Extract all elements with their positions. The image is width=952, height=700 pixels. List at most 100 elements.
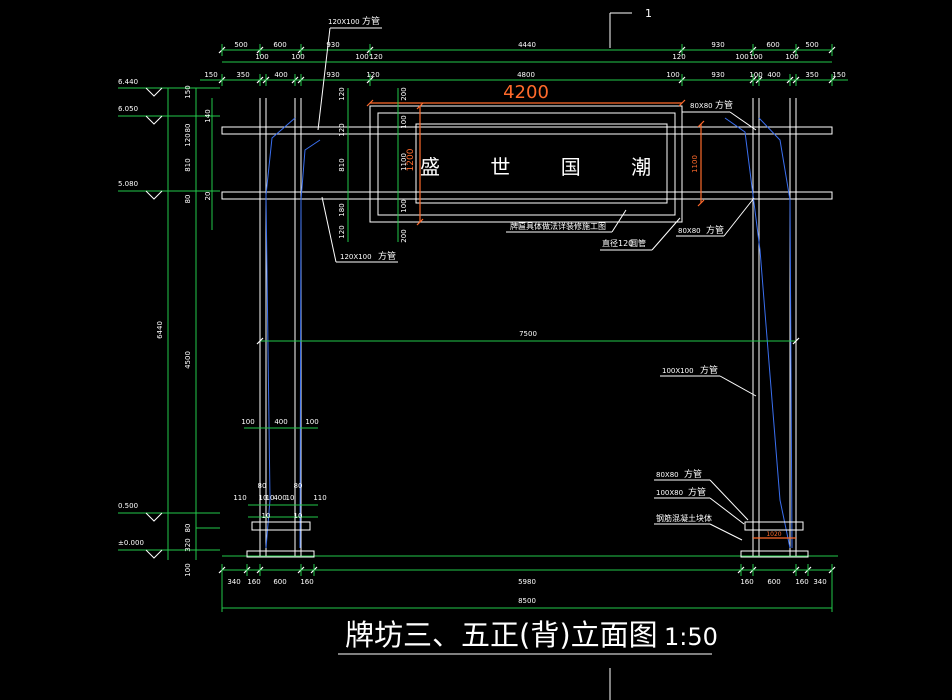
top-dim-r3-6: 100 — [666, 71, 679, 79]
label-tube-80x80-base: 80X80 — [656, 471, 679, 479]
level-0000: ±0.000 — [118, 539, 144, 547]
top-dim-r3-11: 150 — [832, 71, 845, 79]
bot-dim-1: 160 — [247, 578, 260, 586]
col-bot-dim-4: 10 — [259, 494, 268, 502]
plaque-side-dim-1: 120 — [338, 123, 346, 136]
bot-dim-7: 160 — [795, 578, 808, 586]
plaque — [369, 105, 683, 223]
bot-dim-8: 340 — [813, 578, 826, 586]
top-dim-r3-4: 120 — [366, 71, 379, 79]
label-tube-120x100-top: 120X100 — [328, 18, 360, 26]
label-plaque-note: 牌匾具体做法详装修施工图 — [510, 221, 606, 231]
top-dim-r3-2: 400 — [274, 71, 287, 79]
plaque-side-dim-8: 100 — [400, 199, 408, 212]
bot-dim-4: 5980 — [518, 578, 536, 586]
left-vdim-8: 6440 — [156, 321, 164, 339]
label-pipe-120-suffix: 圆管 — [630, 238, 646, 248]
left-vdim-10: 320 — [184, 538, 192, 551]
label-tube-80x80-top: 80X80 — [690, 102, 713, 110]
left-vdim-0: 150 — [184, 85, 192, 98]
top-dim-r3-0: 150 — [204, 71, 217, 79]
label-tube-120x100-bot-suffix: 方管 — [378, 250, 396, 262]
left-level-markers — [118, 87, 220, 559]
col-bot-dim-2: 100 — [305, 418, 318, 426]
col-bot-dim-12: 10 — [294, 512, 303, 520]
top-dim-r3-5: 4800 — [517, 71, 535, 79]
level-6050: 6.050 — [118, 105, 138, 113]
top-dim-r2-0: 100 — [255, 53, 268, 61]
left-vdim-5: 20 — [204, 192, 212, 201]
col-bot-dim-9: 10 — [286, 494, 295, 502]
top-dim-r3-3: 930 — [326, 71, 339, 79]
left-vdim-2: 120 — [184, 133, 192, 146]
col-bot-dim-11: 10 — [262, 512, 271, 520]
plaque-right-dim: 1100 — [691, 155, 699, 173]
top-dim-r1-2: 930 — [326, 41, 339, 49]
plaque-side-dim-5: 200 — [400, 87, 408, 100]
top-dim-r2-5: 100 — [735, 53, 748, 61]
left-vertical-dim-lines — [167, 88, 220, 560]
drawing-title: 牌坊三、五正(背)立面图 — [345, 618, 658, 652]
bottom-dimension-chains — [218, 564, 836, 612]
label-tube-80x80-mid-suffix: 方管 — [706, 224, 724, 236]
left-vdim-11: 100 — [184, 563, 192, 576]
top-dim-r2-7: 100 — [785, 53, 798, 61]
bottom-total-dimension: 8500 — [518, 597, 536, 605]
top-dim-r2-6: 100 — [749, 53, 762, 61]
top-dim-r3-8: 100 — [749, 71, 762, 79]
label-tube-120x100-bot: 120X100 — [340, 253, 372, 261]
col-bot-dim-10: 110 — [313, 494, 326, 502]
top-dim-r1-4: 930 — [711, 41, 724, 49]
plaque-orange-dims — [366, 99, 705, 226]
bot-dim-2: 600 — [273, 578, 286, 586]
label-tube-100x80-base: 100X80 — [656, 489, 683, 497]
col-bot-dim-6: 110 — [233, 494, 246, 502]
top-dim-r1-0: 500 — [234, 41, 247, 49]
col-bot-dim-5: 80 — [294, 482, 303, 490]
drawing-scale: 1:50 — [664, 623, 718, 651]
bot-dim-5: 160 — [740, 578, 753, 586]
left-vdim-1: 80 — [184, 124, 192, 133]
plaque-text: 盛 世 国 潮 — [420, 155, 673, 179]
label-tube-100x80-base-suffix: 方管 — [688, 486, 706, 498]
label-concrete-base: 钢筋混凝土块体 — [656, 513, 712, 523]
label-tube-80x80-mid: 80X80 — [678, 227, 701, 235]
left-column-base — [244, 427, 318, 558]
section-mark: 1 — [609, 7, 652, 48]
top-dim-r2-2: 100 — [355, 53, 368, 61]
col-bot-dim-1: 400 — [274, 418, 287, 426]
left-vdim-4: 80 — [184, 195, 192, 204]
left-vdim-6: 140 — [204, 109, 212, 122]
top-dim-r2-1: 100 — [291, 53, 304, 61]
label-tube-80x80-base-suffix: 方管 — [684, 468, 702, 480]
blue-column-taper-lines — [265, 117, 793, 549]
top-dim-r1-6: 500 — [805, 41, 818, 49]
span-dimension — [256, 337, 800, 345]
top-dim-r1-3: 4440 — [518, 41, 536, 49]
plaque-side-dim-6: 100 — [400, 115, 408, 128]
col-bot-dim-3: 80 — [258, 482, 267, 490]
left-vdim-3: 810 — [184, 158, 192, 171]
section-mark-number: 1 — [645, 7, 652, 20]
label-pipe-120: 直径120 — [602, 238, 633, 248]
horizontal-beams — [221, 126, 833, 200]
column-base-dim: 1020 — [766, 531, 781, 538]
plaque-side-dim-9: 200 — [400, 229, 408, 242]
top-dim-r3-9: 400 — [767, 71, 780, 79]
bot-dim-6: 600 — [767, 578, 780, 586]
span-7500: 7500 — [519, 330, 537, 338]
col-bot-dim-8: 400 — [273, 494, 286, 502]
label-tube-100x100-suffix: 方管 — [700, 364, 718, 376]
plaque-side-dim-0: 120 — [338, 87, 346, 100]
top-dim-r2-3: 120 — [369, 53, 382, 61]
plaque-side-dim-4: 120 — [338, 225, 346, 238]
top-dim-r1-5: 600 — [766, 41, 779, 49]
